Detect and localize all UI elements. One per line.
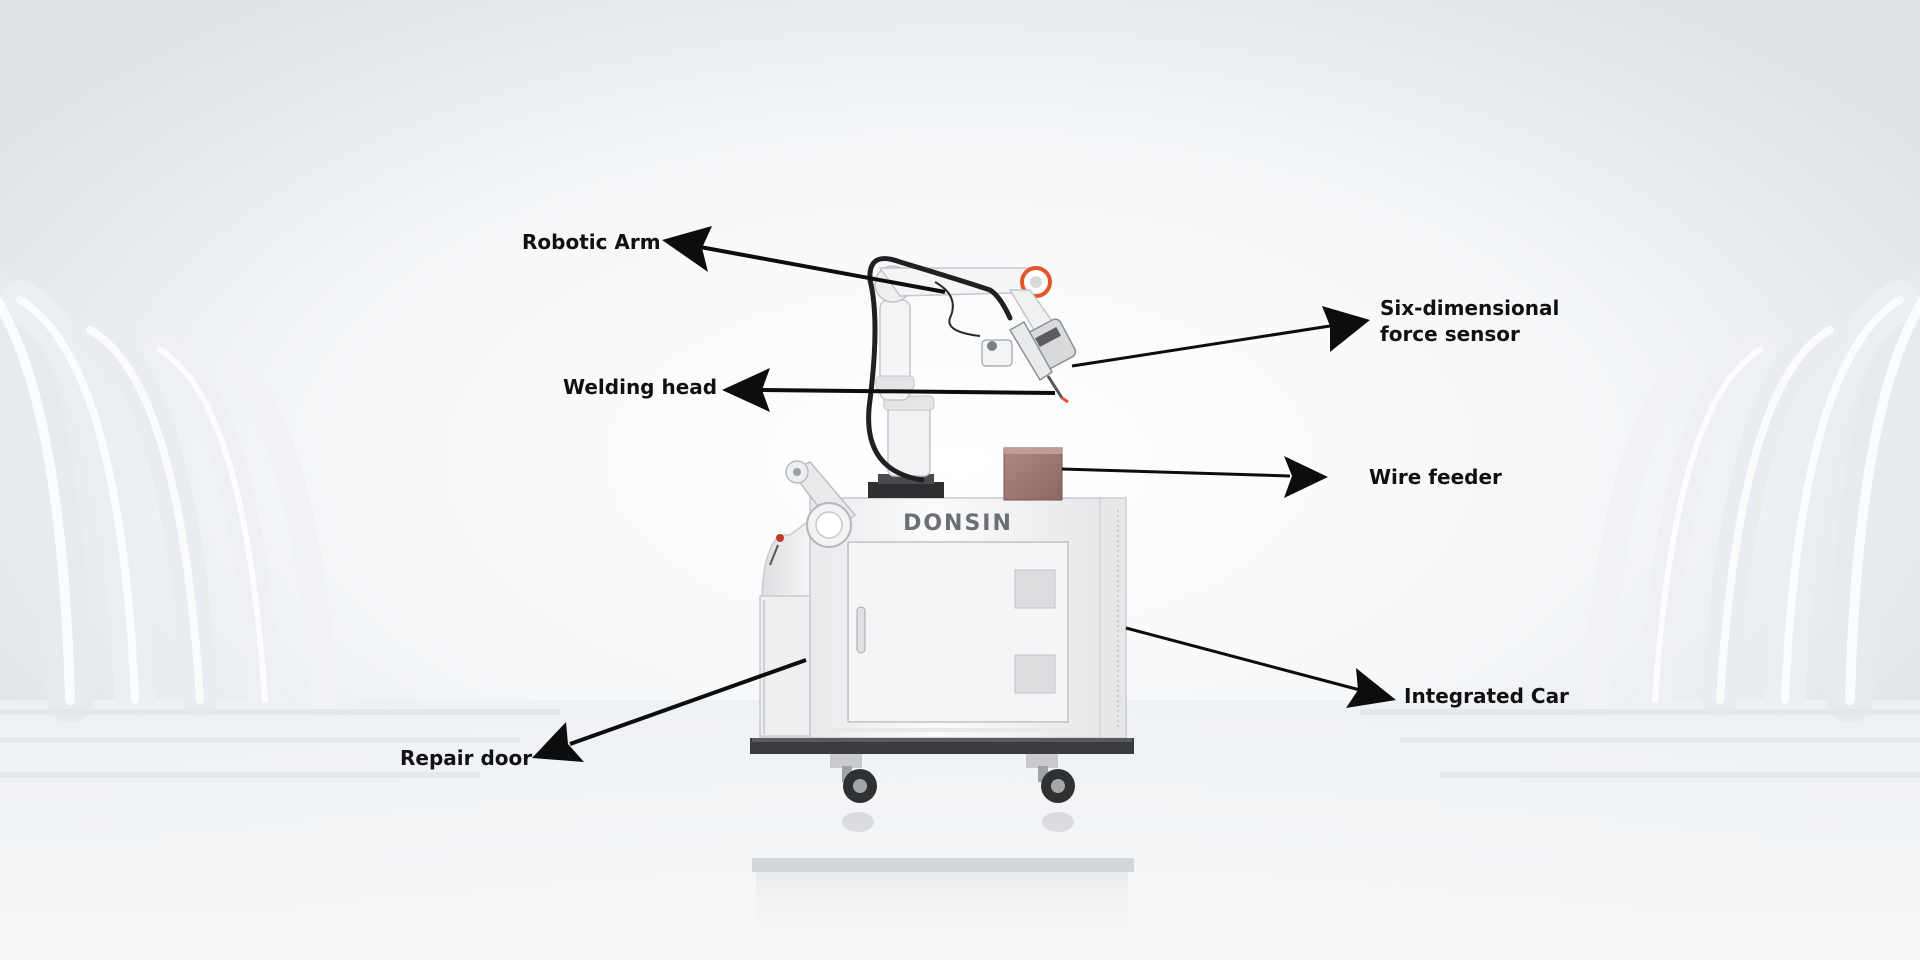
arm-cable [866,256,1013,483]
cabinet-door [847,541,1069,723]
panel-window-bottom [1014,654,1056,694]
arrow-repair-door [532,658,807,762]
left-arches [0,266,339,723]
door-handle [856,606,866,654]
label-welding-head: Welding head [563,375,718,399]
arrow-wire-feeder [1061,456,1328,498]
panel-window-top [1014,569,1056,609]
caster-right [1026,754,1075,803]
label-force-sensor-line2: force sensor [1380,322,1520,346]
label-integrated-car: Integrated Car [1404,684,1569,708]
label-repair-door: Repair door [400,746,533,770]
arrows [532,226,1396,762]
arrow-force-sensor [1071,306,1370,368]
arrow-welding-head [722,368,1056,412]
arrow-robotic-arm [662,226,946,294]
label-force-sensor-line1: Six-dimensional [1380,296,1560,320]
caster-left [830,754,877,803]
welding-torch [1008,320,1053,382]
label-robotic-arm: Robotic Arm [522,230,661,254]
floor-stripes [0,709,1920,778]
wire-feeder [1003,447,1063,501]
cart-reflection [752,812,1134,960]
brand-logo: DONSIN [903,511,1013,536]
right-arches [1581,266,1920,723]
label-wire-feeder: Wire feeder [1369,465,1502,489]
arrow-integrated-car [1125,626,1396,708]
label-force-sensor: Six-dimensional force sensor [1380,295,1559,347]
